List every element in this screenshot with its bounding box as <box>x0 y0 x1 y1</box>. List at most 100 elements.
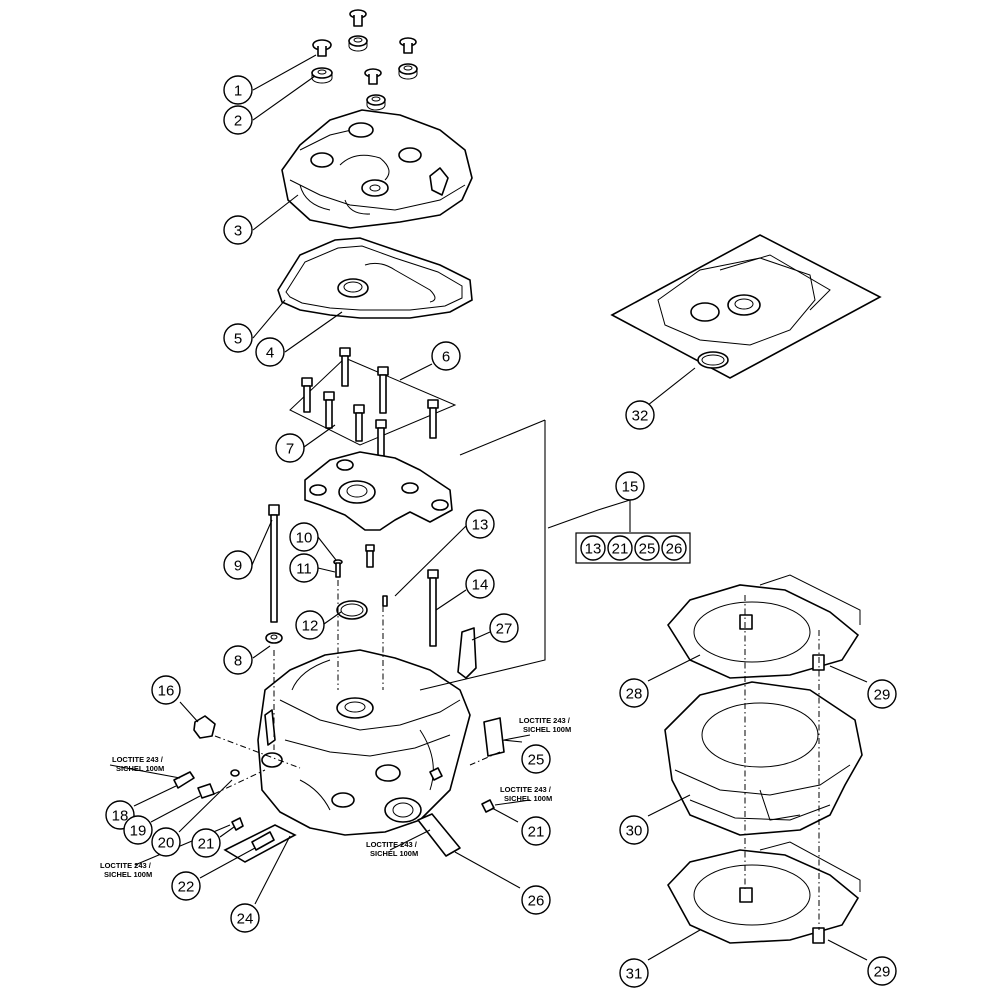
callout-19: 19 <box>123 815 153 845</box>
callout-31: 31 <box>619 958 649 988</box>
callout-32: 32 <box>625 400 655 430</box>
callout-label: 12 <box>302 618 319 635</box>
callout-27: 27 <box>489 613 519 643</box>
callout-11: 11 <box>289 553 319 583</box>
callout-label: 21 <box>528 824 545 841</box>
callout-12: 12 <box>295 610 325 640</box>
camshaft-bridge <box>304 451 453 531</box>
gasket-kit <box>610 234 882 379</box>
callout-label: 28 <box>626 686 643 703</box>
callout-label: 7 <box>286 441 294 458</box>
leader-lines <box>109 54 868 961</box>
callout-7: 7 <box>275 433 305 463</box>
note-line2: SICHEL 100M <box>523 725 571 734</box>
callout-label: 31 <box>626 966 643 983</box>
note-line2: SICHEL 100M <box>370 849 418 858</box>
note-line2: SICHEL 100M <box>116 764 164 773</box>
callout-21-left: 21 <box>191 828 221 858</box>
callout-label: 22 <box>178 879 195 896</box>
callout-label: 5 <box>234 331 242 348</box>
cylinder-head <box>257 649 471 836</box>
callout-label: 16 <box>158 683 175 700</box>
kit-15-item-21: 21 <box>607 535 633 561</box>
note-line2: SICHEL 100M <box>104 870 152 879</box>
callout-29-top: 29 <box>867 679 897 709</box>
valve-cover <box>281 109 473 229</box>
callout-3: 3 <box>223 215 253 245</box>
callout-25: 25 <box>521 744 551 774</box>
callout-9: 9 <box>223 550 253 580</box>
callout-10: 10 <box>289 522 319 552</box>
callout-15: 15 <box>615 471 645 501</box>
callout-30: 30 <box>619 815 649 845</box>
thread-locker-note-2: LOCTITE 243 / SICHEL 100M <box>519 716 571 734</box>
callout-label: 4 <box>266 345 274 362</box>
callout-26: 26 <box>521 885 551 915</box>
kit-15-item-13: 13 <box>580 535 606 561</box>
head-bolts <box>289 347 457 457</box>
callout-label: 9 <box>234 558 242 575</box>
callout-24: 24 <box>230 903 260 933</box>
callout-label: 26 <box>528 893 545 910</box>
kit-15-item-25: 25 <box>634 535 660 561</box>
valve-cover-gasket <box>277 237 473 319</box>
callout-label: 6 <box>442 349 450 366</box>
thread-locker-note-4: LOCTITE 243 / SICHEL 100M <box>100 861 152 879</box>
callout-4: 4 <box>255 337 285 367</box>
kit-15-item-26: 26 <box>661 535 687 561</box>
note-line1: LOCTITE 243 / <box>519 716 571 725</box>
callout-6: 6 <box>431 341 461 371</box>
callout-label: 3 <box>234 223 242 240</box>
kit-15-bracket <box>419 419 631 691</box>
callout-29-bottom: 29 <box>867 956 897 986</box>
callout-label: 24 <box>237 911 254 928</box>
callout-16: 16 <box>151 675 181 705</box>
kit-item-label: 21 <box>612 541 629 558</box>
callout-label: 1 <box>234 83 242 100</box>
callout-8: 8 <box>223 645 253 675</box>
callout-label: 30 <box>626 823 643 840</box>
callout-label: 11 <box>296 561 312 578</box>
note-line1: LOCTITE 243 / <box>500 785 552 794</box>
callout-label: 2 <box>234 113 242 130</box>
callout-label: 19 <box>130 823 147 840</box>
callout-label: 32 <box>632 408 649 425</box>
note-line1: LOCTITE 243 / <box>112 755 164 764</box>
kit-item-label: 25 <box>639 541 656 558</box>
callout-label: 20 <box>158 835 175 852</box>
note-line1: LOCTITE 243 / <box>366 840 418 849</box>
callout-label: 14 <box>472 577 489 594</box>
callout-14: 14 <box>465 569 495 599</box>
callout-label: 21 <box>198 836 215 853</box>
callout-label: 13 <box>472 517 489 534</box>
valve-cover-screws <box>311 9 418 111</box>
callout-22: 22 <box>171 871 201 901</box>
callout-21-right: 21 <box>521 816 551 846</box>
callout-label: 10 <box>296 530 313 547</box>
alignment-lines <box>213 580 820 930</box>
cylinder-assembly <box>664 574 863 944</box>
callout-1: 1 <box>223 75 253 105</box>
callout-2: 2 <box>223 105 253 135</box>
callout-13: 13 <box>465 509 495 539</box>
note-line1: LOCTITE 243 / <box>100 861 152 870</box>
callout-20: 20 <box>151 827 181 857</box>
thread-locker-note-5: LOCTITE 243 / SICHEL 100M <box>366 840 418 858</box>
thread-locker-note-3: LOCTITE 243 / SICHEL 100M <box>500 785 552 803</box>
studs-and-pins <box>265 504 477 679</box>
callout-label: 18 <box>112 808 129 825</box>
callout-label: 25 <box>528 752 545 769</box>
callout-label: 8 <box>234 653 242 670</box>
kit-item-label: 26 <box>666 541 683 558</box>
callout-28: 28 <box>619 678 649 708</box>
thread-locker-note-1: LOCTITE 243 / SICHEL 100M <box>112 755 164 773</box>
callout-label: 15 <box>622 479 639 496</box>
callout-5: 5 <box>223 323 253 353</box>
kit-item-label: 13 <box>585 541 602 558</box>
callout-label: 29 <box>874 687 891 704</box>
side-fittings <box>173 715 505 863</box>
callout-label: 29 <box>874 964 891 981</box>
callout-label: 27 <box>496 621 513 638</box>
note-line2: SICHEL 100M <box>504 794 552 803</box>
